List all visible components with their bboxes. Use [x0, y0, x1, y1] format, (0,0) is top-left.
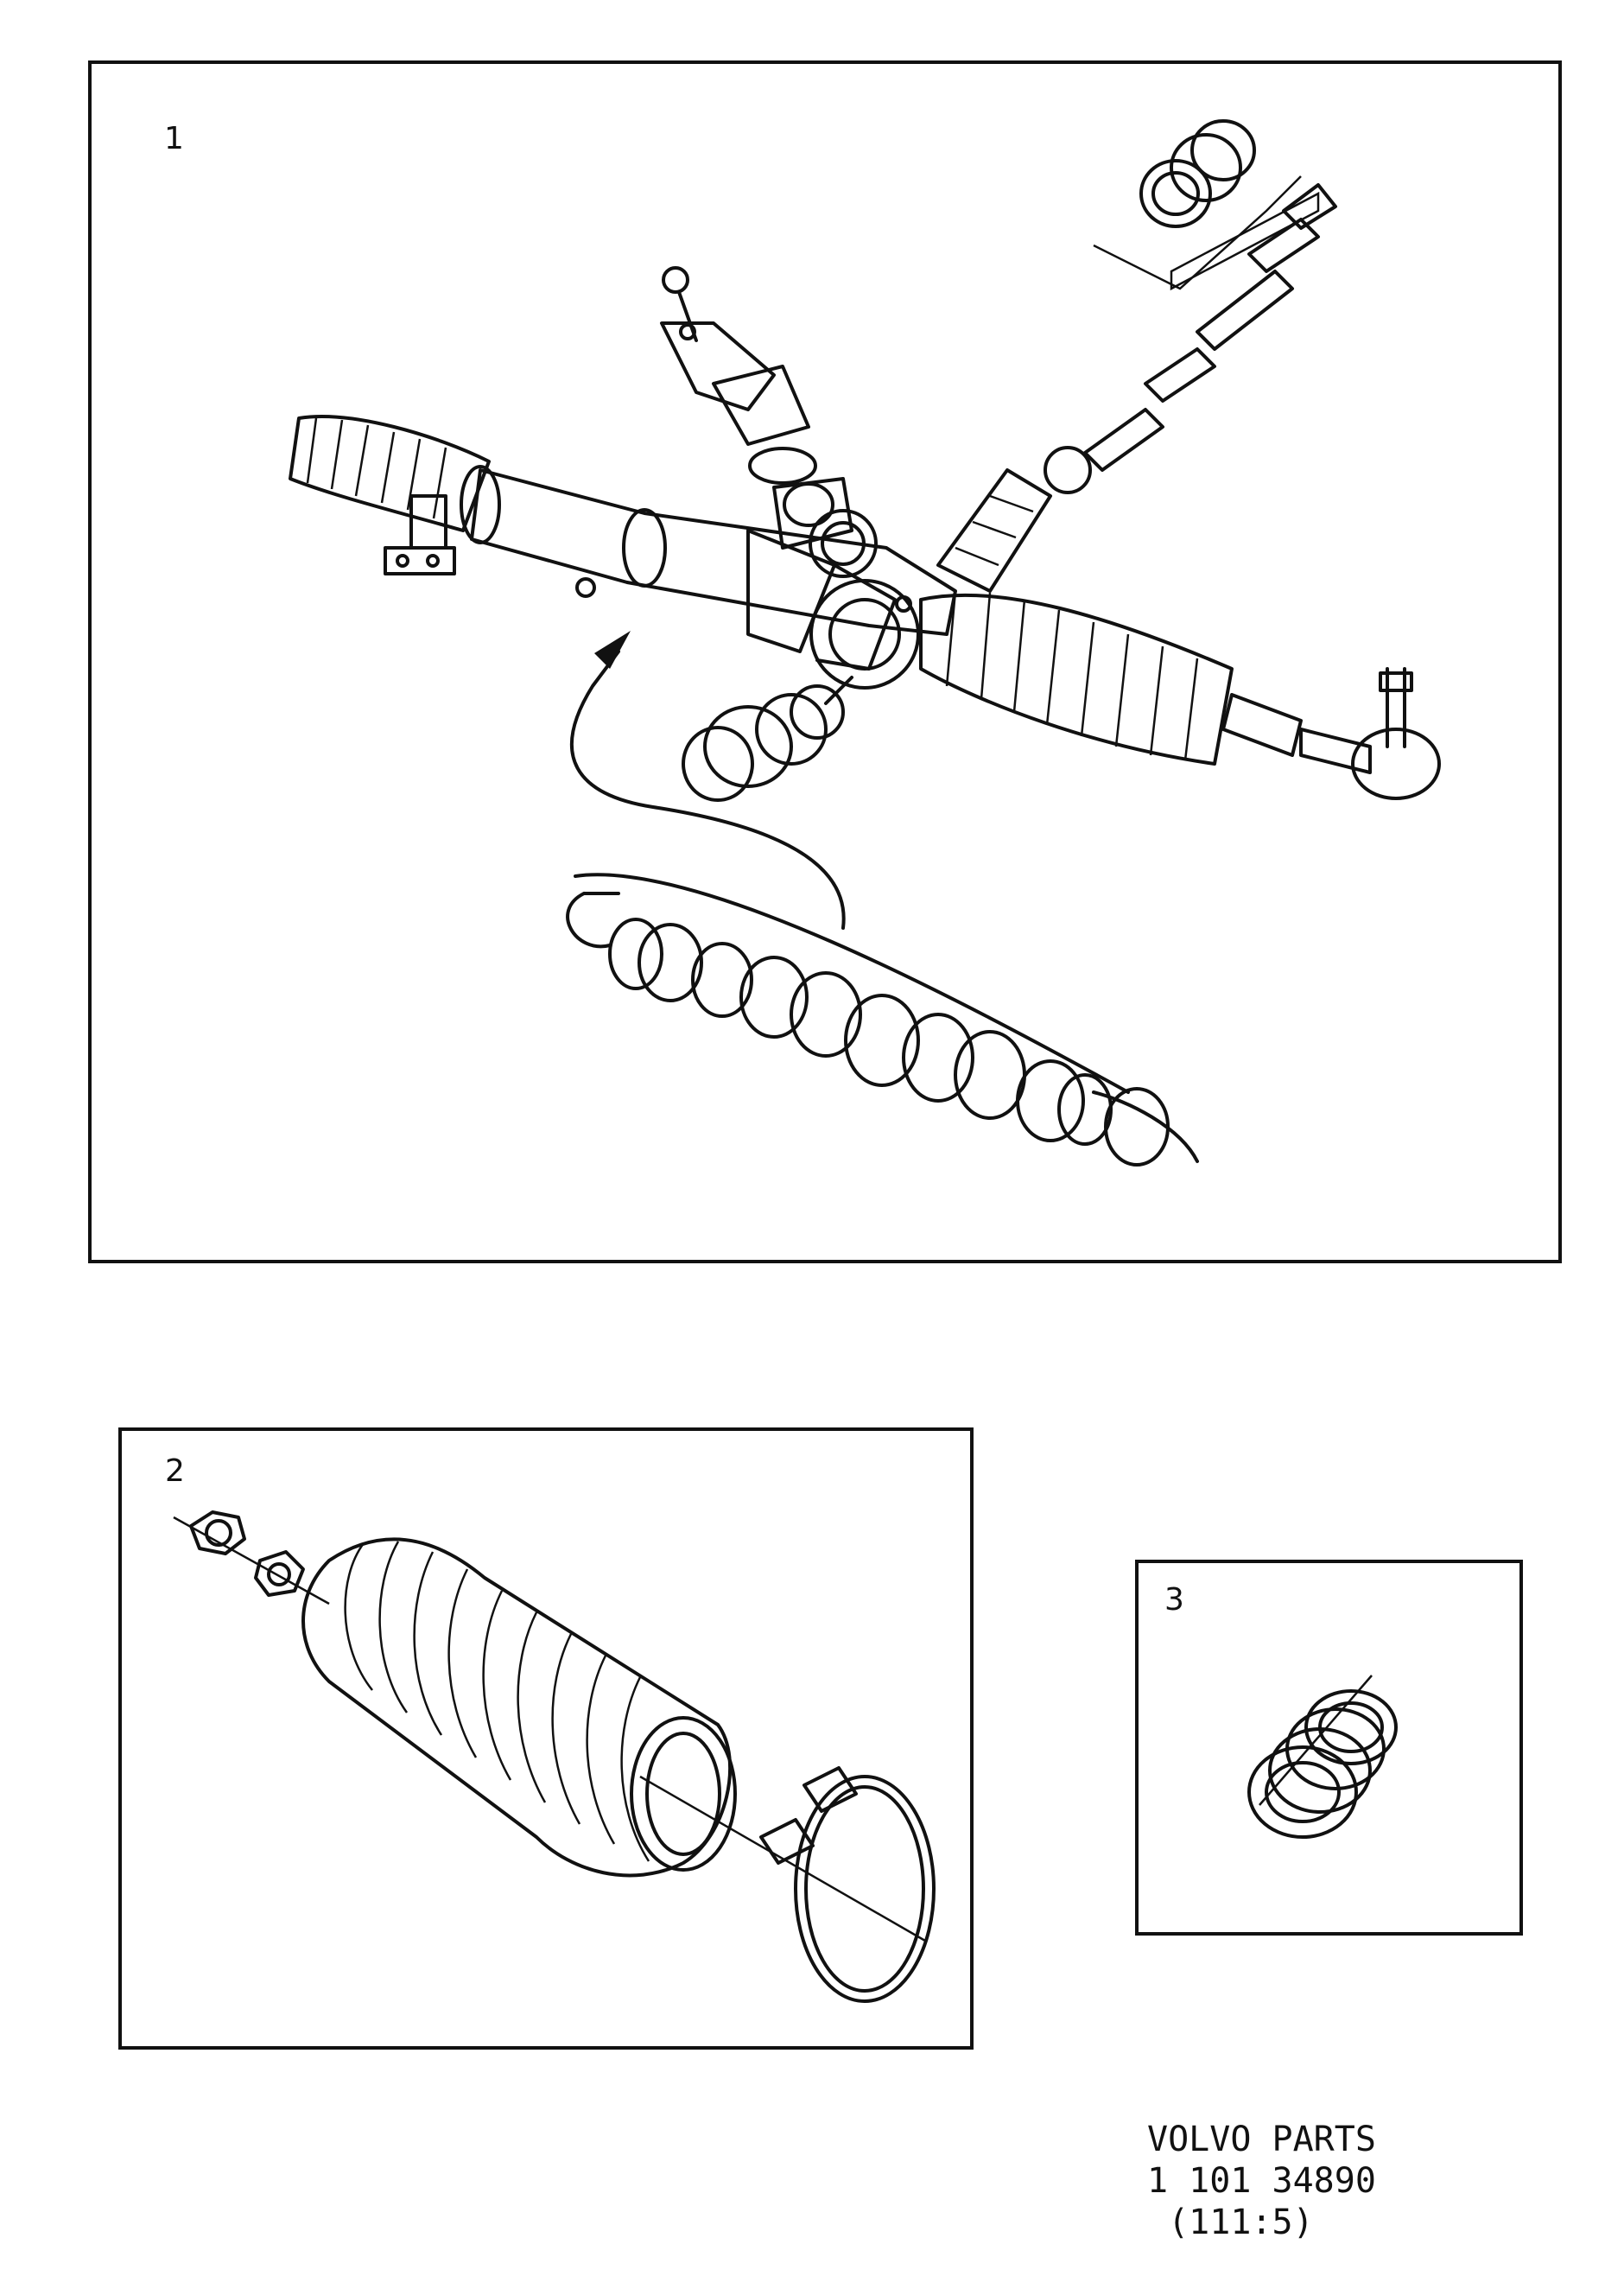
diagram-panel-1: 1: [88, 60, 1562, 1263]
bellows-kit-illustration: [173, 1510, 936, 2003]
seal-kit-illustration: [1247, 1675, 1398, 1839]
panel-number-3: 3: [1164, 1582, 1184, 1618]
assembly-arrow: [569, 631, 846, 930]
valve-housing: [809, 509, 920, 690]
seal-ring-set: [566, 873, 1199, 1167]
nut: [189, 1510, 246, 1555]
seal-stack: [1247, 1675, 1398, 1839]
tie-rod-end: [1221, 667, 1441, 800]
caption-part-number: 1 101 34890: [1147, 2161, 1376, 2201]
panel-number-2: 2: [165, 1453, 185, 1489]
panel-number-1: 1: [164, 121, 184, 156]
caption-brand: VOLVO PARTS: [1147, 2120, 1376, 2159]
rack-housing: [460, 465, 957, 671]
mounting-bracket: [384, 494, 456, 575]
bearing-top-right: [1093, 119, 1302, 290]
parts-caption: VOLVO PARTS 1 101 34890 (111:5): [1147, 2119, 1376, 2243]
end-plug: [682, 676, 853, 802]
steering-rack-illustration: [289, 119, 1441, 1167]
diagram-panel-3: 3: [1135, 1560, 1523, 1936]
cover-plate: [660, 266, 853, 550]
boot: [301, 1537, 737, 1878]
right-bellows: [919, 590, 1234, 766]
caption-section: (111:5): [1147, 2203, 1314, 2242]
clamp: [759, 1766, 936, 2003]
pinion-shaft-parts: [936, 183, 1337, 593]
left-bellows: [289, 415, 491, 532]
lock-nut: [254, 1550, 305, 1597]
diagram-panel-2: 2: [118, 1427, 974, 2050]
